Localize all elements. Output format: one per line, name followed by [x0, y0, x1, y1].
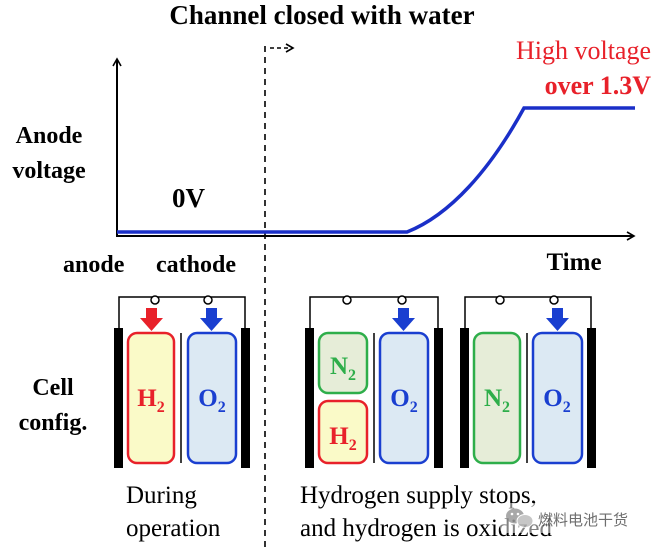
cell-config-label-line2: config.: [19, 410, 88, 436]
watermark: 燃料电池干货: [500, 503, 650, 533]
nitrogen-label: N2: [330, 353, 356, 384]
hydrogen-label: H2: [329, 423, 356, 454]
nitrogen-chamber: [317, 331, 369, 395]
caption-supply-stops-line1: Hydrogen supply stops,: [300, 482, 537, 509]
oxygen-inflow-arrow: [392, 308, 415, 331]
circuit-terminal: [549, 295, 559, 305]
diagram-title: Channel closed with water: [169, 0, 474, 30]
oxygen-chamber: [186, 331, 238, 465]
watermark-backdrop: [500, 503, 650, 533]
y-axis-label-line1: Anode: [16, 123, 83, 149]
oxygen-inflow-arrow: [546, 308, 569, 331]
cathode-plate: [434, 328, 443, 468]
oxygen-chamber: [531, 331, 584, 465]
caption-during-line2: operation: [126, 515, 221, 542]
oxygen-chamber: [378, 331, 430, 465]
zero-volt-label: 0V: [172, 183, 206, 213]
hydrogen-chamber: [317, 399, 369, 465]
high-voltage-label: High voltage: [516, 36, 651, 65]
cell-supply-stops-nitrogen: N2 O2: [460, 295, 596, 468]
cathode-label: cathode: [156, 252, 236, 278]
anode-plate: [460, 328, 469, 468]
external-circuit-wire: [464, 296, 592, 328]
watermark-text: 燃料电池干货: [538, 511, 628, 529]
hydrogen-inflow-arrow: [140, 308, 163, 331]
circuit-terminal: [203, 295, 213, 305]
oxygen-label: O2: [198, 385, 225, 416]
circuit-terminal: [342, 295, 352, 305]
cell-config-label-line1: Cell: [32, 375, 74, 401]
cathode-plate: [241, 328, 250, 468]
anode-plate: [305, 328, 314, 468]
oxygen-label: O2: [390, 385, 417, 416]
anode-plate: [114, 328, 123, 468]
cathode-plate: [587, 328, 596, 468]
hydrogen-label: H2: [137, 385, 164, 416]
hydrogen-chamber: [126, 331, 176, 465]
anode-label: anode: [63, 252, 125, 278]
wechat-icon: [506, 508, 534, 528]
oxygen-inflow-arrow: [200, 308, 223, 331]
circuit-terminal: [397, 295, 407, 305]
external-circuit-wire: [309, 296, 439, 328]
cell-during-operation: H2 O2: [114, 295, 250, 468]
external-circuit-wire: [118, 296, 246, 328]
nitrogen-chamber: [472, 331, 522, 465]
y-axis-label-line2: voltage: [12, 158, 86, 184]
high-voltage-value: over 1.3V: [545, 71, 652, 100]
x-axis-label: Time: [546, 249, 601, 276]
nitrogen-label: N2: [484, 385, 510, 416]
caption-during-line1: During: [126, 482, 197, 509]
circuit-terminal: [495, 295, 505, 305]
oxygen-label: O2: [543, 385, 570, 416]
circuit-terminal: [150, 295, 160, 305]
anode-voltage-curve: [117, 106, 635, 234]
cell-supply-stops-mixed: N2 H2 O2: [305, 295, 443, 468]
